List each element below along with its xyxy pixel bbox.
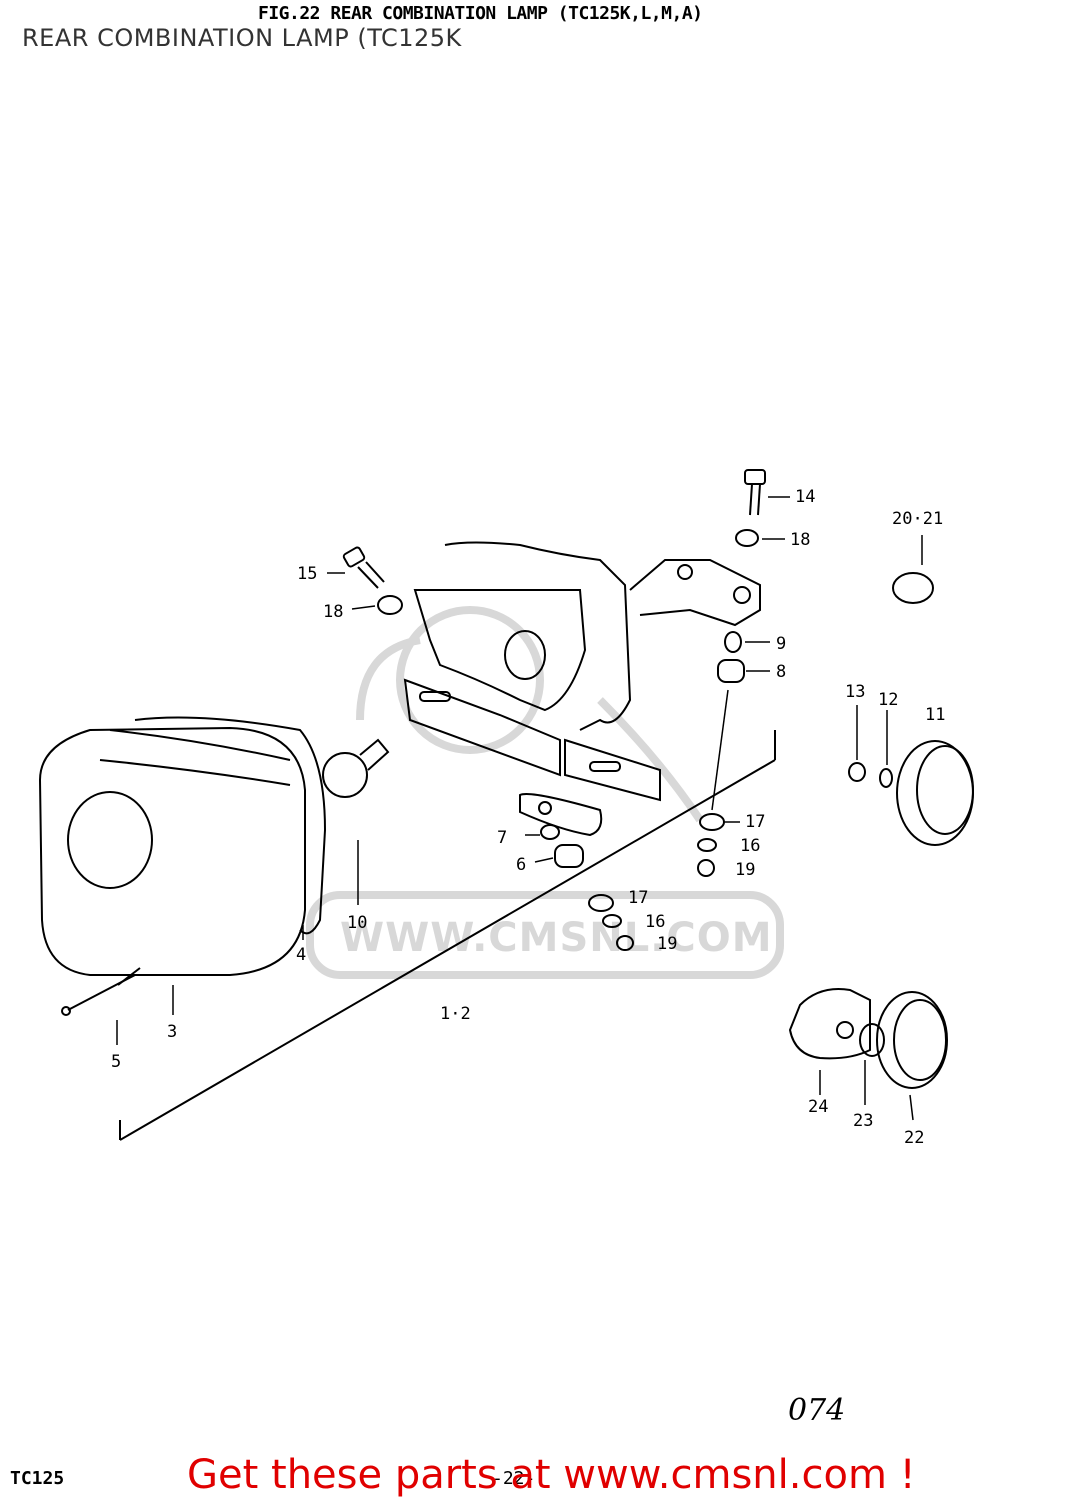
washer-17-lower [588,894,614,912]
label-part-20-21: 20·21 [892,509,944,529]
label-part-19-right: 19 [735,860,756,880]
nut-19-lower [616,935,634,951]
washer-12 [879,768,893,788]
label-part-22: 22 [904,1128,925,1148]
label-part-13: 13 [845,682,866,702]
label-part-3: 3 [167,1022,178,1042]
reflector-11 [896,740,974,846]
label-part-19-lower: 19 [657,934,678,954]
label-part-8: 8 [776,662,787,682]
label-part-14: 14 [795,487,816,507]
collar-9 [724,631,742,653]
label-part-24: 24 [808,1097,829,1117]
figure-heading: FIG.22 REAR COMBINATION LAMP (TC125K,L,M… [258,3,703,24]
nut-8 [717,659,745,683]
bulb [322,738,390,798]
label-part-7: 7 [497,828,508,848]
nut-13 [848,762,866,782]
label-part-15: 15 [297,564,318,584]
washer-18-right [735,529,759,547]
washer-18-left [377,595,403,615]
label-part-11: 11 [925,705,946,725]
group-bracket-line [119,730,776,1141]
license-bracket [403,541,761,837]
washer-7 [540,824,560,840]
label-part-10: 10 [347,913,368,933]
tail-lamp-housing [38,726,306,976]
label-part-1-2: 1·2 [440,1004,471,1024]
watermark-logo [306,606,784,979]
label-part-12: 12 [878,690,899,710]
label-part-16-right: 16 [740,836,761,856]
side-reflector [788,988,948,1089]
model-code: TC125 [10,1468,65,1489]
bolt-6 [554,844,584,868]
grommet-20-21 [892,572,934,604]
nut-19-right [697,859,715,877]
washer-17-right [699,813,725,831]
promo-link[interactable]: Get these parts at www.cmsnl.com ! [187,1452,916,1498]
label-part-18-right: 18 [790,530,811,550]
bolt-14 [744,469,766,516]
watermark-text: WWW.CMSNL.COM [340,915,773,961]
bolt-15 [342,546,385,589]
label-part-23: 23 [853,1111,874,1131]
page-sub-number: -22- [492,1468,536,1489]
lens-screw [61,967,141,1016]
washer-16-right [697,838,717,852]
label-part-17-lower: 17 [628,888,649,908]
page-number: 074 [788,1393,846,1428]
page-title: REAR COMBINATION LAMP (TC125K [22,24,462,52]
label-part-5: 5 [111,1052,122,1072]
lamp-gasket [134,716,327,935]
label-part-4: 4 [296,945,307,965]
label-part-17-right: 17 [745,812,766,832]
label-part-18-left: 18 [323,602,344,622]
washer-16-lower [602,914,622,928]
label-part-16-lower: 16 [645,912,666,932]
label-part-9: 9 [776,634,787,654]
label-part-6: 6 [516,855,527,875]
leader-lines [116,496,923,1121]
